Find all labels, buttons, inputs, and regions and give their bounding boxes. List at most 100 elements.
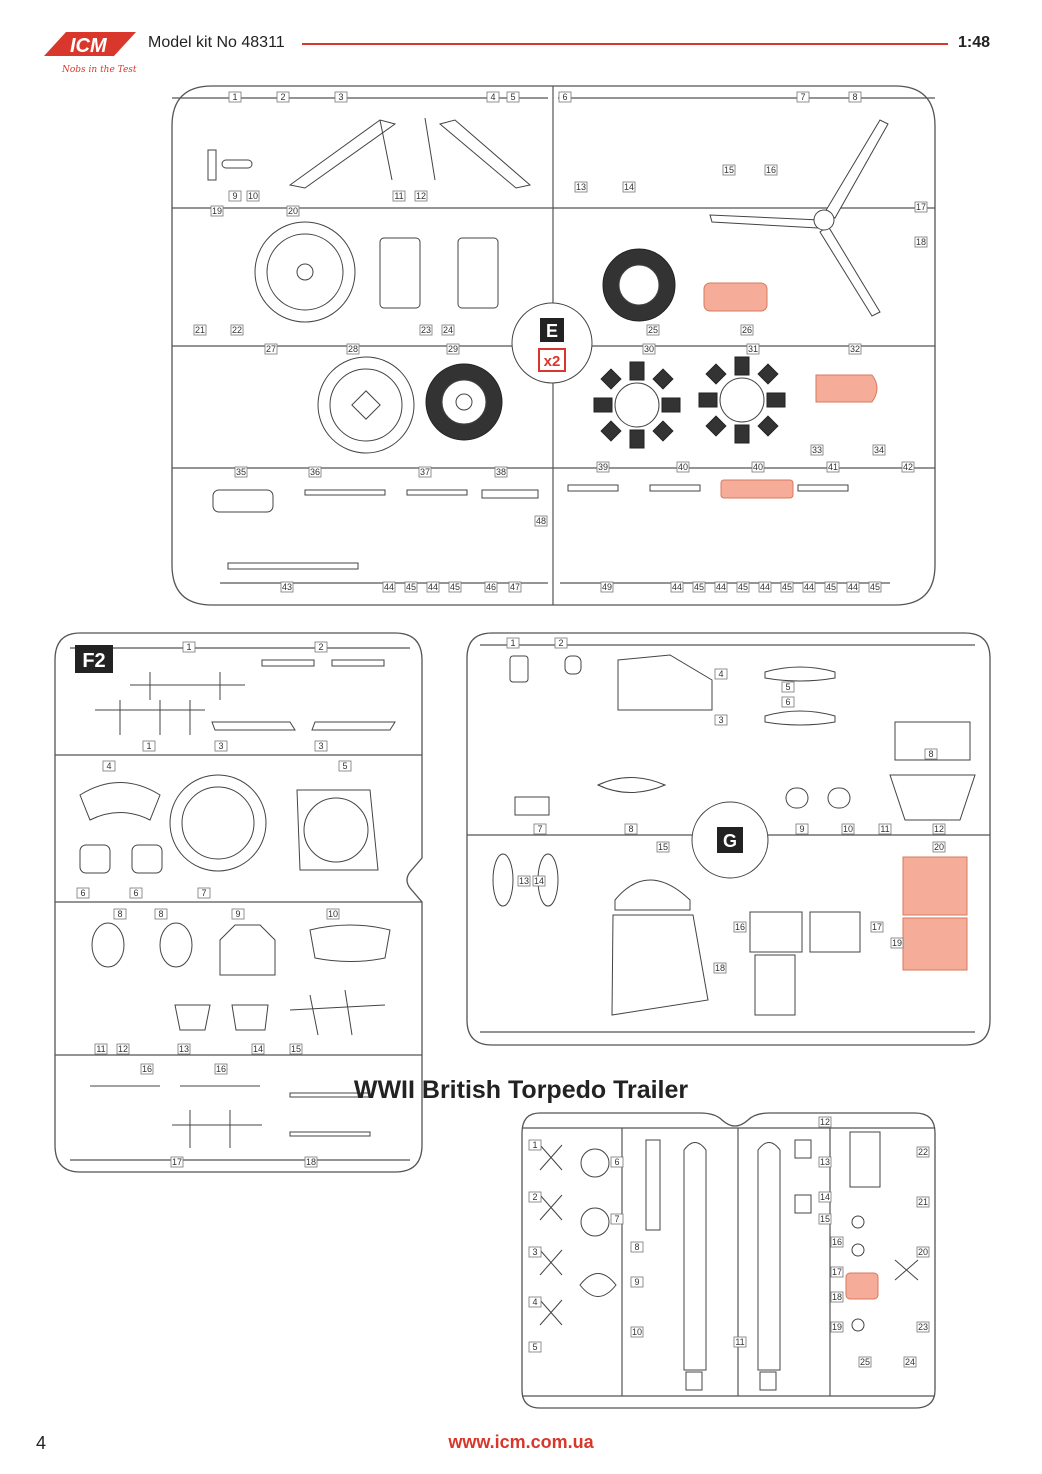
part-number-box (796, 91, 810, 103)
part-number-box (76, 887, 90, 899)
part-number-box (780, 581, 794, 593)
part-number-box (231, 908, 245, 920)
part-number: 43 (282, 582, 292, 592)
part-number: 6 (614, 1157, 619, 1167)
part-number-box (826, 461, 840, 473)
part-number-box (656, 841, 670, 853)
part-number: 22 (232, 325, 242, 335)
part-number: 44 (760, 582, 770, 592)
part-number: 11 (880, 824, 889, 834)
part-number-box (528, 1246, 542, 1258)
torpedo-left (683, 1142, 707, 1371)
sprue-g-frame (466, 632, 991, 1046)
part-number: 14 (624, 182, 634, 192)
part-number: 45 (826, 582, 836, 592)
part-number-box (506, 637, 520, 649)
part-number: 40 (678, 462, 688, 472)
part-number: 20 (934, 842, 944, 852)
part-number-box (230, 324, 244, 336)
part-number-box (392, 190, 406, 202)
part-number-box (280, 581, 294, 593)
part-number: 28 (348, 344, 358, 354)
part-number: 12 (416, 191, 426, 201)
part-number: 19 (832, 1322, 842, 1332)
part-number: 42 (903, 462, 913, 472)
part-number: 39 (598, 462, 608, 472)
part-number-box (714, 581, 728, 593)
part-number: 23 (421, 325, 431, 335)
part-number: 44 (848, 582, 858, 592)
part-number: 1 (532, 1140, 537, 1150)
svg-text:Nobs in the Test: Nobs in the Test (61, 65, 137, 75)
part-number: 17 (916, 202, 926, 212)
part-number-box (534, 515, 548, 527)
part-number-box (234, 466, 248, 478)
part-number: 19 (892, 938, 902, 948)
part-number-box (506, 91, 520, 103)
part-number-box (868, 581, 882, 593)
part-number-box (916, 1246, 930, 1258)
part-number-box (848, 343, 862, 355)
part-number-box (848, 91, 862, 103)
part-number-box (228, 91, 242, 103)
part-number-box (94, 1043, 108, 1055)
part-number: 48 (536, 516, 546, 526)
part-number-box (276, 91, 290, 103)
part-number: 17 (872, 922, 882, 932)
part-number: 4 (106, 761, 111, 771)
part-number-box (830, 1291, 844, 1303)
website-link[interactable]: www.icm.com.ua (448, 1432, 594, 1452)
part-number: 13 (519, 876, 529, 886)
torpedo-right (757, 1142, 781, 1371)
part-number-box (346, 343, 360, 355)
part-number-box (733, 1336, 747, 1348)
part-number: 7 (614, 1214, 619, 1224)
part-number-box (781, 681, 795, 693)
part-number: 17 (172, 1157, 182, 1167)
part-number-box (740, 324, 754, 336)
part-number-box (193, 324, 207, 336)
sprue-f2-frame (54, 632, 423, 1173)
part-number: 3 (718, 715, 723, 725)
part-number: 15 (291, 1044, 301, 1054)
part-number: 6 (133, 888, 138, 898)
sprue-trailer: 1234567891011121314151617181920212223242… (521, 1112, 936, 1409)
sprue-e-frame (171, 85, 936, 606)
part-number: 25 (860, 1357, 870, 1367)
part-number: 41 (828, 462, 838, 472)
highlight-part-26 (703, 282, 768, 312)
part-number: 6 (785, 697, 790, 707)
part-number-box (630, 1276, 644, 1288)
part-number: 7 (800, 92, 805, 102)
part-number: 32 (850, 344, 860, 354)
part-number: 21 (195, 325, 205, 335)
part-number-box (642, 343, 656, 355)
propeller-8 (709, 119, 889, 317)
part-number: 23 (918, 1322, 928, 1332)
part-number: 12 (934, 824, 944, 834)
part-number: 19 (212, 206, 222, 216)
part-number: 18 (832, 1292, 842, 1302)
part-number: 45 (782, 582, 792, 592)
part-number: 21 (918, 1197, 928, 1207)
part-number-box (102, 760, 116, 772)
part-number-box (746, 343, 760, 355)
part-number-box (733, 921, 747, 933)
part-number-box (916, 1321, 930, 1333)
part-number: 38 (496, 467, 506, 477)
part-number: 4 (532, 1297, 537, 1307)
part-number-box (264, 343, 278, 355)
part-number-box (154, 908, 168, 920)
part-number: 45 (694, 582, 704, 592)
part-number: 9 (235, 909, 240, 919)
highlight-part-40 (720, 479, 794, 499)
part-number: 5 (510, 92, 515, 102)
part-number: 3 (318, 741, 323, 751)
part-number: 2 (532, 1192, 537, 1202)
part-number: 8 (628, 824, 633, 834)
part-number: 7 (537, 824, 542, 834)
part-number: 45 (406, 582, 416, 592)
part-number-box (916, 1196, 930, 1208)
part-number: 44 (804, 582, 814, 592)
part-number-box (713, 962, 727, 974)
